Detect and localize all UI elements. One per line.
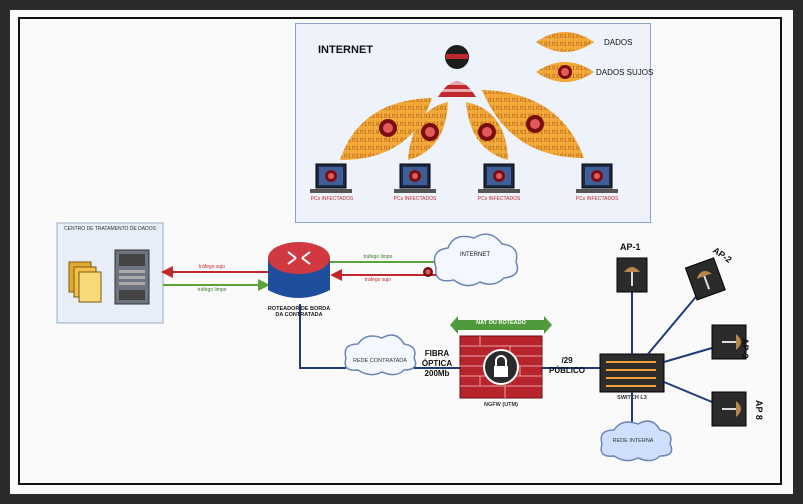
internet-title: INTERNET — [318, 44, 373, 56]
fiber-line2: ÓPTICA — [421, 359, 453, 368]
fiber-line1: FIBRA — [424, 349, 450, 358]
contracted-network-cloud — [344, 334, 417, 376]
access-point-icon — [684, 257, 726, 301]
documents-icon — [68, 261, 102, 303]
fiber-label: FIBRA ÓPTICA 200Mb — [418, 349, 456, 379]
hacker-icon — [438, 45, 476, 97]
switch-icon — [599, 353, 665, 393]
access-point-icon — [616, 257, 648, 293]
legend-dirty-data-icon — [536, 62, 594, 82]
public-line1: /29 — [561, 356, 573, 365]
internet-cloud-label: INTERNET — [460, 252, 490, 258]
infected-pc-icon — [310, 163, 352, 193]
legend-data-icon — [536, 32, 594, 52]
dirty-data-leaf — [466, 102, 508, 160]
infected-pc-label: PCs INFECTADOS — [310, 196, 354, 202]
router-link — [299, 304, 346, 369]
diagram-border — [18, 17, 782, 485]
access-point-icon — [711, 324, 747, 360]
contracted-network-label: REDE CONTRATADA — [353, 358, 407, 364]
legend-dirty-data-label: DADOS SUJOS — [596, 68, 654, 77]
ap2-link — [647, 291, 701, 355]
switch-label: SWITCH L3 — [617, 395, 647, 401]
ap3-link — [663, 347, 713, 363]
firewall-label: NGFW (UTM) — [484, 402, 518, 408]
ap1-label: AP-1 — [620, 242, 641, 252]
traffic-label: tráfego limpo — [197, 287, 227, 293]
infected-pc-icon — [478, 163, 520, 193]
dirty-data-leaf — [340, 98, 432, 160]
infected-pc-label: PCs INFECTADOS — [575, 196, 619, 202]
server-icon — [114, 249, 150, 305]
dirty-data-leaf — [408, 102, 448, 160]
access-point-icon — [711, 391, 747, 427]
public-label: /29 PÚBLICO — [548, 356, 586, 376]
traffic-label: tráfego sujo — [198, 264, 226, 270]
nat-banner-label: NAT OU ROTEADO — [476, 320, 526, 326]
infected-pc-label: PCs INFECTADOS — [393, 196, 437, 202]
infected-pc-label: PCs INFECTADOS — [477, 196, 521, 202]
fiber-line3: 200Mb — [424, 369, 450, 378]
ap3-label: AP-3 — [740, 338, 750, 359]
datacenter-label: CENTRO DE TRATAMENTO DE DADOS — [64, 226, 156, 232]
firewall-icon — [459, 335, 543, 399]
internet-cloud — [433, 233, 519, 287]
infected-pc-icon — [576, 163, 618, 193]
dirty-packet-icon — [423, 267, 433, 277]
router-icon — [268, 242, 330, 298]
public-line2: PÚBLICO — [549, 366, 585, 375]
infected-pc-icon — [394, 163, 436, 193]
traffic-label: tráfego sujo — [364, 277, 392, 283]
router-label: ROTEADOR DE BORDA DA CONTRATADA — [267, 306, 331, 318]
traffic-label: tráfego limpo — [363, 254, 393, 260]
ap4-label: AP 8 — [754, 400, 764, 420]
internal-network-label: REDE INTERNA — [612, 438, 654, 444]
internal-network-cloud — [600, 420, 673, 462]
dirty-data-leaf — [482, 90, 584, 158]
ap4-link — [663, 381, 713, 403]
nat-banner-arrow — [450, 316, 552, 334]
legend-data-label: DADOS — [604, 38, 633, 47]
